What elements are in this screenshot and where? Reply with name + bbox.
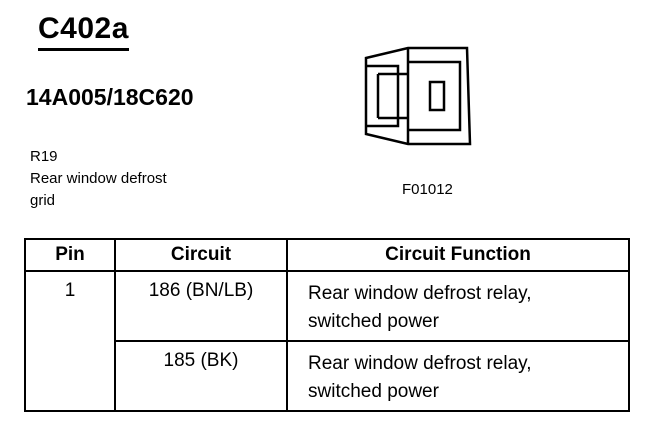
figure-id: F01012 (402, 181, 453, 198)
circuit-cell: 185 (BK) (114, 340, 288, 412)
function-line: Rear window defrost relay, (308, 353, 532, 374)
connector-id: C402a (38, 12, 129, 51)
table-row: 1 186 (BN/LB) Rear window defrost relay,… (24, 270, 630, 412)
table-row: 185 (BK) Rear window defrost relay, swit… (25, 340, 630, 412)
header-circuit: Circuit (114, 238, 288, 272)
location-line-3: grid (30, 192, 56, 209)
pin-number: 1 (24, 270, 116, 412)
table-header-row: Pin Circuit Circuit Function (24, 238, 630, 272)
function-line: switched power (308, 311, 439, 332)
circuit-function-cell: Rear window defrost relay, switched powe… (286, 340, 630, 412)
part-numbers: 14A005/18C620 (26, 84, 194, 110)
pin-table: Pin Circuit Circuit Function 1 186 (BN/L… (24, 238, 630, 412)
circuit-function-cell: Rear window defrost relay, switched powe… (286, 270, 630, 342)
circuit-cell: 186 (BN/LB) (114, 270, 288, 342)
header-pin: Pin (24, 238, 116, 272)
location-line-2: Rear window defrost (30, 170, 167, 187)
function-line: switched power (308, 381, 439, 402)
connector-face-diagram (364, 46, 472, 146)
location-line-1: R19 (30, 148, 58, 165)
header-circuit-function: Circuit Function (286, 238, 630, 272)
function-line: Rear window defrost relay, (308, 283, 532, 304)
